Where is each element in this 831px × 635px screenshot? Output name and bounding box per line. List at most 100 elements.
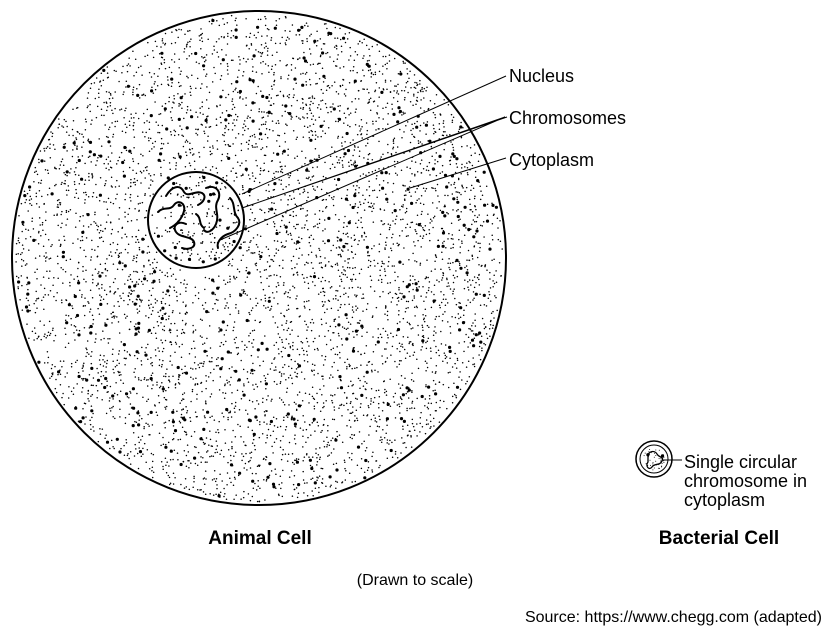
stipple-dot xyxy=(118,305,120,308)
stipple-dot xyxy=(89,87,92,89)
stipple-dot xyxy=(84,198,86,201)
stipple-dot xyxy=(426,259,428,261)
stipple-dot xyxy=(189,45,191,48)
stipple-dot xyxy=(360,133,363,135)
stipple-dot xyxy=(138,248,141,251)
stipple-dot xyxy=(111,322,113,324)
stipple-dot xyxy=(77,374,81,379)
stipple-dot xyxy=(350,250,353,253)
stipple-dot xyxy=(204,470,207,472)
stipple-dot xyxy=(347,385,350,388)
stipple-dot xyxy=(334,65,337,67)
stipple-dot xyxy=(413,306,416,309)
stipple-dot xyxy=(424,360,427,363)
stipple-dot xyxy=(270,196,272,198)
stipple-dot xyxy=(407,397,410,399)
stipple-dot xyxy=(148,128,151,130)
stipple-dot xyxy=(162,291,164,294)
stipple-dot xyxy=(163,61,166,64)
stipple-dot xyxy=(114,125,116,128)
stipple-dot xyxy=(286,64,288,66)
stipple-dot xyxy=(372,221,375,223)
stipple-dot xyxy=(294,203,297,205)
stipple-dot xyxy=(226,22,229,24)
stipple-dot xyxy=(219,345,221,348)
stipple-dot xyxy=(322,304,325,306)
stipple-dot xyxy=(358,125,361,127)
stipple-dot xyxy=(490,312,493,314)
stipple-dot xyxy=(346,194,348,197)
stipple-dot xyxy=(367,201,370,204)
stipple-dot xyxy=(227,448,230,451)
stipple-dot xyxy=(92,412,94,415)
stipple-dot xyxy=(48,258,50,260)
stipple-dot xyxy=(123,116,125,119)
stipple-dot xyxy=(27,210,29,212)
stipple-dot xyxy=(123,444,125,447)
stipple-dot xyxy=(255,489,258,491)
stipple-dot xyxy=(353,144,356,147)
stipple-dot xyxy=(256,25,260,29)
stipple-dot xyxy=(275,170,277,173)
stipple-dot xyxy=(340,338,343,340)
stipple-dot xyxy=(350,458,353,461)
stipple-dot xyxy=(203,342,206,344)
stipple-dot xyxy=(405,125,407,127)
stipple-dot xyxy=(121,160,125,165)
stipple-dot xyxy=(232,103,234,106)
stipple-dot xyxy=(104,377,107,379)
stipple-dot xyxy=(384,241,387,244)
stipple-dot xyxy=(406,80,409,83)
stipple-dot xyxy=(137,203,140,205)
stipple-dot xyxy=(266,437,268,439)
stipple-dot xyxy=(187,77,189,79)
stipple-dot xyxy=(324,264,327,266)
stipple-dot xyxy=(339,247,341,249)
stipple-dot xyxy=(396,366,398,368)
stipple-dot xyxy=(35,239,37,241)
stipple-dot xyxy=(158,53,161,55)
stipple-dot xyxy=(306,276,308,279)
stipple-dot xyxy=(146,279,149,282)
stipple-dot xyxy=(141,237,145,241)
stipple-dot xyxy=(46,145,49,148)
stipple-dot xyxy=(250,44,253,46)
stipple-dot xyxy=(429,174,431,176)
stipple-dot xyxy=(151,460,154,463)
stipple-dot xyxy=(297,492,300,495)
stipple-dot xyxy=(472,363,474,366)
stipple-dot xyxy=(231,391,233,394)
stipple-dot xyxy=(218,38,220,40)
stipple-dot xyxy=(197,364,199,366)
stipple-dot xyxy=(456,196,458,199)
stipple-dot xyxy=(331,84,333,87)
stipple-dot xyxy=(150,179,152,181)
stipple-dot xyxy=(208,107,210,110)
stipple-dot xyxy=(248,311,250,314)
stipple-dot xyxy=(90,405,93,407)
stipple-dot xyxy=(158,386,161,389)
stipple-dot xyxy=(473,337,476,340)
animal-cell: Nucleus Chromosomes Cytoplasm Animal Cel… xyxy=(11,10,626,549)
stipple-dot xyxy=(271,259,274,261)
stipple-dot xyxy=(54,184,56,187)
stipple-dot xyxy=(344,467,346,470)
stipple-dot xyxy=(310,261,313,264)
stipple-dot xyxy=(428,281,431,283)
stipple-dot xyxy=(69,285,71,287)
stipple-dot xyxy=(188,55,191,57)
stipple-dot xyxy=(262,116,265,118)
stipple-dot xyxy=(209,396,212,398)
stipple-dot xyxy=(409,226,411,229)
stipple-dot xyxy=(349,141,352,144)
stipple-dot xyxy=(410,201,414,205)
stipple-dot xyxy=(417,91,419,94)
stipple-dot xyxy=(28,199,31,201)
stipple-dot xyxy=(392,233,394,236)
stipple-dot xyxy=(350,237,353,239)
stipple-dot xyxy=(91,281,94,284)
stipple-dot xyxy=(316,464,318,466)
stipple-dot xyxy=(73,171,76,173)
stipple-dot xyxy=(87,392,89,395)
stipple-dot xyxy=(339,67,341,69)
